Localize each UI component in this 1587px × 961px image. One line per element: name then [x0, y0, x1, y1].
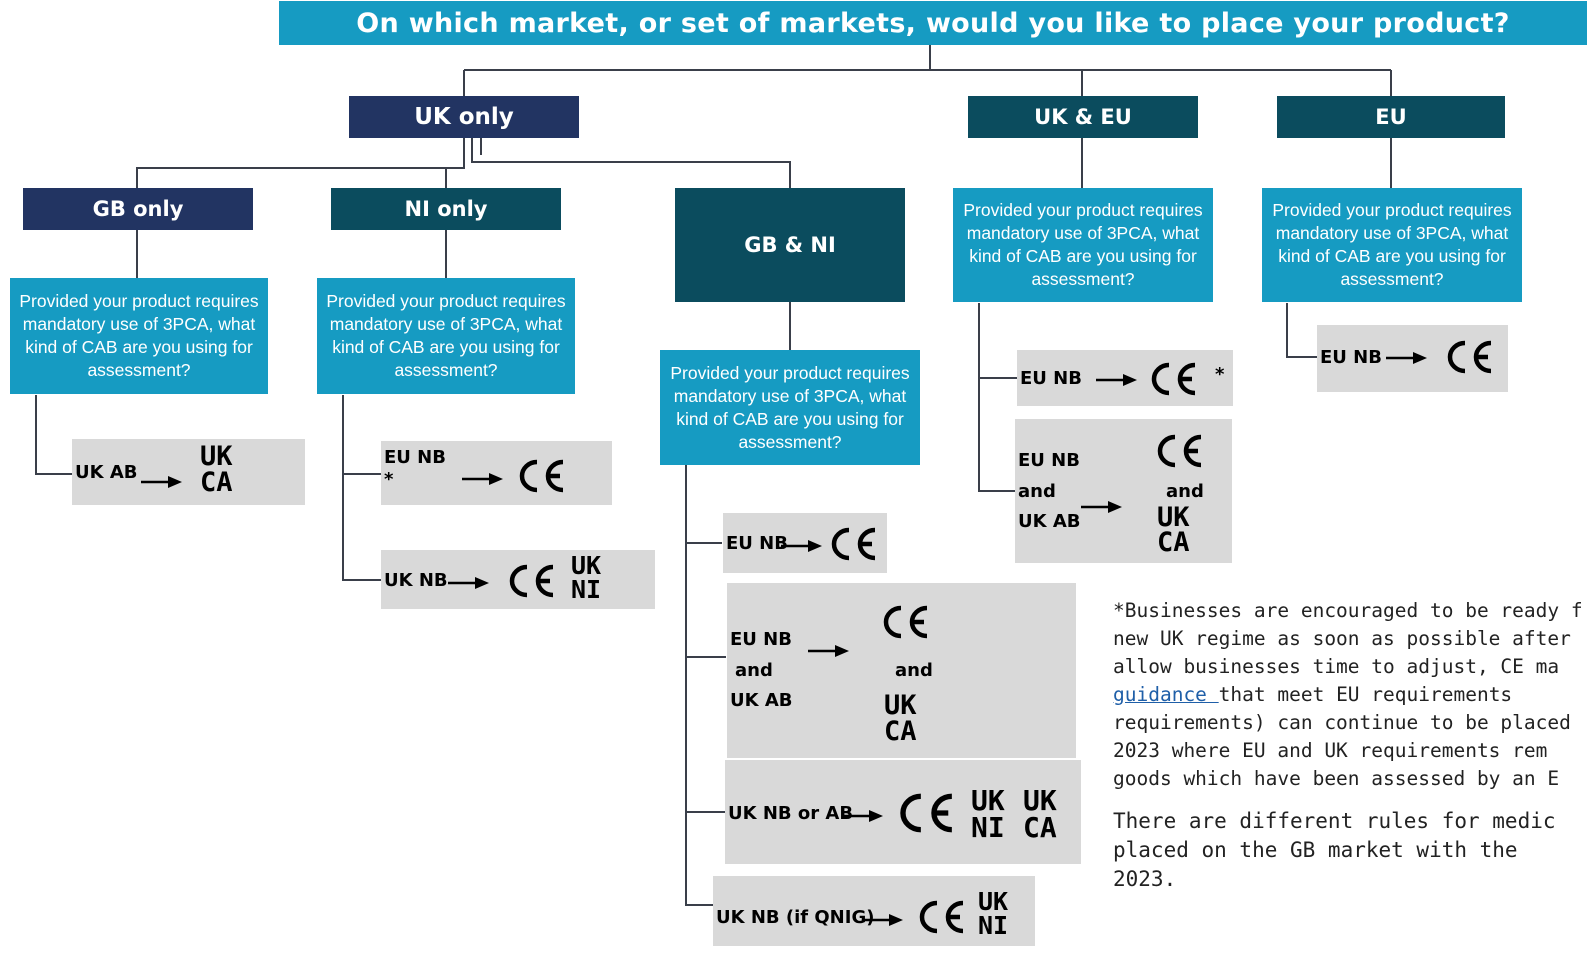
footnote-line: allow businesses time to adjust, CE ma — [1113, 655, 1560, 678]
arrow-right-icon — [862, 914, 903, 926]
outcome-ukeu-eu-nb: EU NB * — [1017, 350, 1233, 406]
arrow-right-icon — [808, 645, 849, 657]
ce-mark-icon — [1151, 362, 1196, 396]
submarket-ni-only: NI only — [331, 188, 561, 230]
submarket-gb-only: GB only — [23, 188, 253, 230]
ce-mark-icon — [919, 900, 964, 934]
footnote-line: There are different rules for medic — [1113, 809, 1556, 833]
arrow-right-icon — [781, 540, 822, 552]
question-uk-eu-text: Provided your product requires mandatory… — [963, 200, 1203, 289]
outcome-eu-eu-nb: EU NB — [1317, 325, 1508, 392]
and-text: and — [735, 660, 773, 681]
ce-mark-icon — [1157, 434, 1202, 468]
question-gb-ni: Provided your product requires mandatory… — [660, 350, 920, 465]
footnote-paragraph-2: There are different rules for medic plac… — [1113, 807, 1583, 894]
outcome-ni-eu-nb: EU NB * — [381, 441, 612, 505]
outcome-label: EU NB — [726, 533, 788, 554]
question-banner: On which market, or set of markets, woul… — [279, 1, 1587, 45]
outcome-label: UK NB (if QNIG) — [716, 907, 875, 928]
and-mark-text: and — [895, 660, 933, 681]
arrow-right-icon — [1386, 352, 1427, 364]
submarket-gb-ni-label: GB & NI — [744, 233, 836, 257]
guidance-link[interactable]: guidance — [1113, 683, 1219, 706]
ce-mark-icon — [883, 605, 928, 639]
outcome-label: EU NB — [1018, 450, 1080, 471]
footnote-line: requirements) can continue to be placed — [1113, 711, 1571, 734]
submarket-ni-only-label: NI only — [404, 197, 488, 221]
market-uk-eu-label: UK & EU — [1034, 105, 1132, 129]
footnote-paragraph-1: *Businesses are encouraged to be ready f… — [1113, 597, 1583, 793]
ce-mark-icon — [900, 793, 953, 833]
outcome-label: EU NB — [1020, 368, 1082, 389]
outcome-label: UK AB — [75, 462, 138, 483]
arrow-right-icon — [1096, 374, 1137, 386]
ce-mark-icon — [509, 564, 554, 598]
outcome-label: UK NB or AB — [728, 803, 854, 824]
question-gb-only: Provided your product requires mandatory… — [10, 278, 268, 394]
market-uk-only: UK only — [349, 96, 579, 138]
arrow-right-icon — [462, 473, 503, 485]
submarket-gb-only-label: GB only — [92, 197, 184, 221]
footnote-line: placed on the GB market with the — [1113, 838, 1518, 862]
market-eu-label: EU — [1375, 105, 1407, 129]
ce-mark-icon — [831, 527, 876, 561]
arrow-right-icon — [1081, 501, 1122, 513]
question-ni-only-text: Provided your product requires mandatory… — [326, 291, 566, 380]
ce-mark-icon — [519, 459, 564, 493]
outcome-label: EU NB — [1320, 347, 1382, 368]
arrow-right-icon — [448, 577, 489, 589]
outcome-label: EU NB — [384, 447, 446, 468]
submarket-gb-ni: GB & NI — [675, 188, 905, 302]
outcome-label: EU NB — [730, 629, 792, 650]
footnote-line: *Businesses are encouraged to be ready f — [1113, 599, 1583, 622]
footnote-line: goods which have been assessed by an E — [1113, 767, 1560, 790]
arrow-right-icon — [141, 476, 182, 488]
arrow-right-icon — [842, 810, 883, 822]
and-mark-text: and — [1166, 481, 1204, 502]
ce-mark-icon — [1447, 340, 1492, 374]
outcome-label: UK NB — [384, 570, 448, 591]
market-uk-only-label: UK only — [414, 104, 514, 130]
question-eu-text: Provided your product requires mandatory… — [1272, 200, 1512, 289]
market-eu: EU — [1277, 96, 1505, 138]
outcome-gbni-eu-nb: EU NB — [723, 513, 887, 573]
footnote-line: new UK regime as soon as possible after — [1113, 627, 1571, 650]
footnote-line: 2023. — [1113, 867, 1177, 891]
question-gb-ni-text: Provided your product requires mandatory… — [670, 362, 910, 452]
question-eu: Provided your product requires mandatory… — [1262, 188, 1522, 302]
footnote: *Businesses are encouraged to be ready f… — [1113, 597, 1583, 894]
question-ni-only: Provided your product requires mandatory… — [317, 278, 575, 394]
question-gb-only-text: Provided your product requires mandatory… — [19, 291, 259, 380]
market-uk-eu: UK & EU — [968, 96, 1198, 138]
footnote-line: 2023 where EU and UK requirements rem — [1113, 739, 1548, 762]
outcome-label-uk-ab: UK AB — [730, 690, 793, 711]
asterisk-text: * — [1215, 364, 1225, 385]
outcome-label-uk-ab: UK AB — [1018, 511, 1081, 532]
asterisk-text: * — [384, 469, 394, 490]
question-uk-eu: Provided your product requires mandatory… — [953, 188, 1213, 302]
page-title: On which market, or set of markets, woul… — [356, 7, 1510, 39]
footnote-line: that meet EU requirements — [1218, 683, 1513, 706]
and-text: and — [1018, 481, 1056, 502]
